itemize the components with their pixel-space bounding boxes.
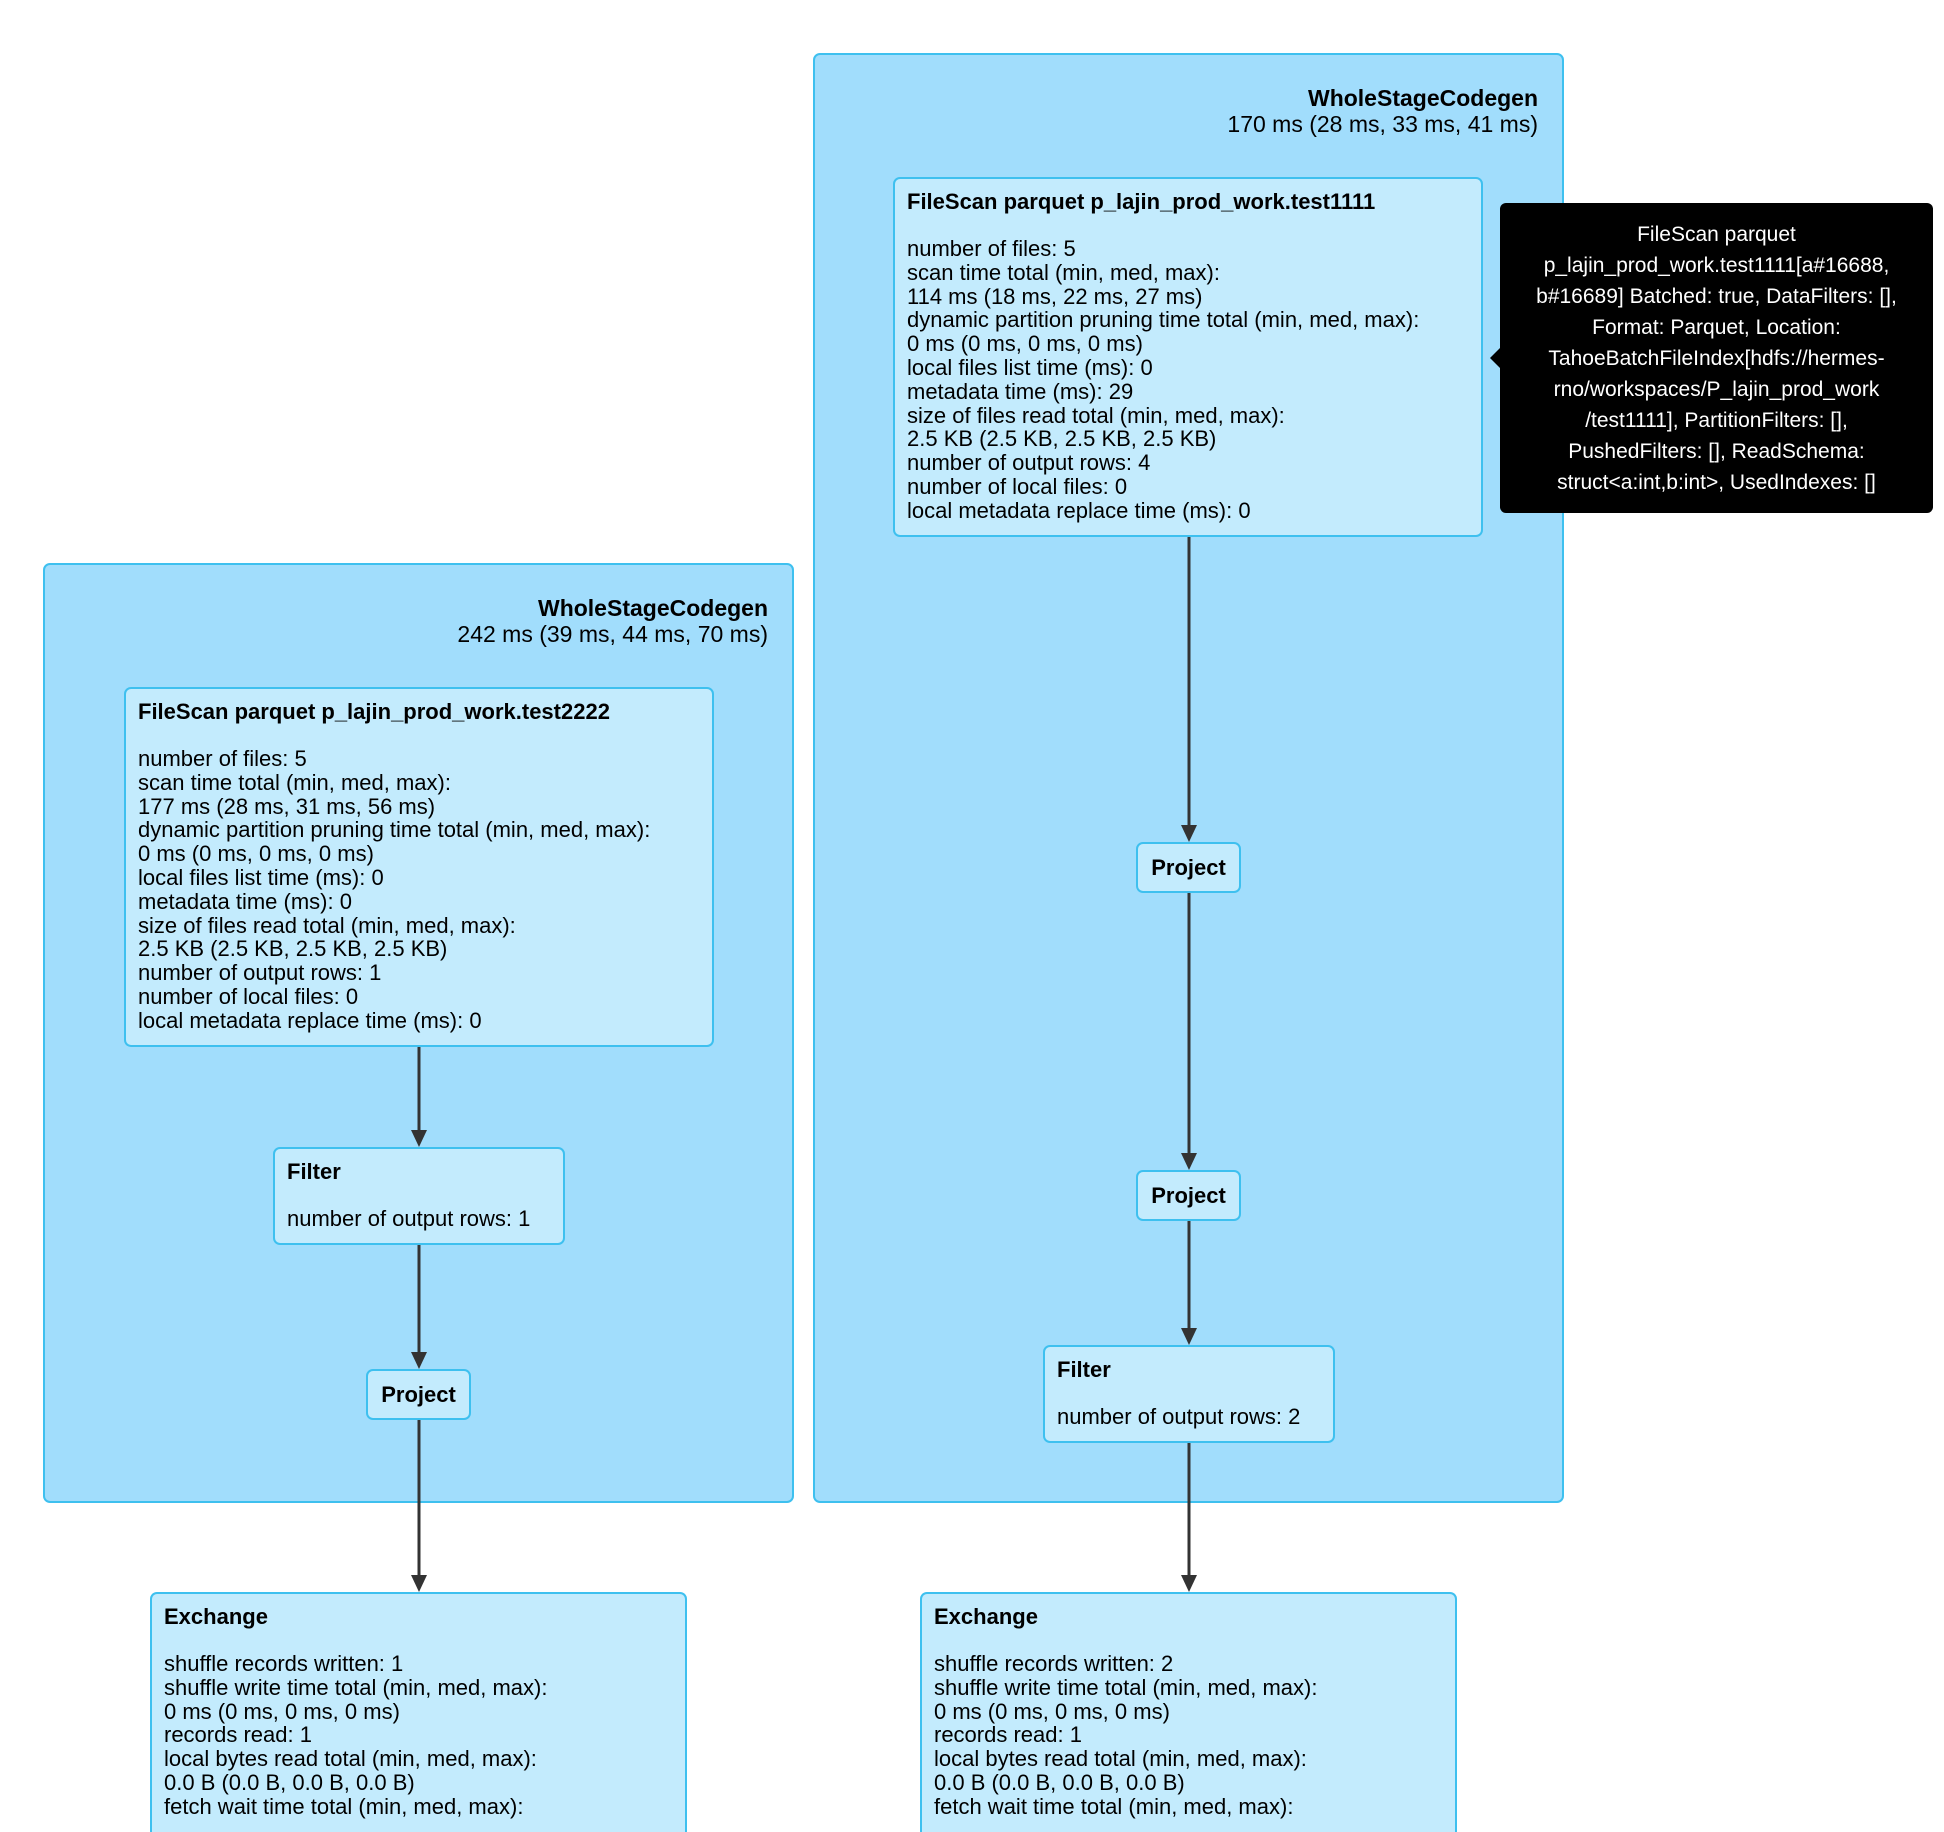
metric-line: dynamic partition pruning time total (mi… (138, 817, 651, 843)
metric-line: number of output rows: 1 (287, 1206, 531, 1231)
arrowhead (411, 1575, 427, 1592)
node-metrics: number of output rows: 1 (287, 1207, 551, 1231)
metric-line: local bytes read total (min, med, max): (164, 1746, 537, 1772)
node-title: Project (381, 1381, 456, 1407)
metric-line: size of files read total (min, med, max)… (138, 912, 516, 938)
node-details-tooltip: FileScan parquet p_lajin_prod_work.test1… (1490, 203, 1933, 513)
metric-line: local metadata replace time (ms): 0 (907, 497, 1251, 523)
node-title: Exchange (934, 1604, 1038, 1629)
cluster-metric: 170 ms (28 ms, 33 ms, 41 ms) (1227, 111, 1538, 137)
metric-line: scan time total (min, med, max): (138, 769, 451, 795)
metric-line: shuffle write time total (min, med, max)… (164, 1674, 548, 1700)
node-title: FileScan parquet p_lajin_prod_work.test1… (907, 189, 1376, 214)
metric-line: number of output rows: 1 (138, 960, 382, 986)
node-project-right-1[interactable]: Project (1136, 842, 1241, 893)
metric-line: number of files: 5 (138, 746, 307, 771)
node-filescan-test1111[interactable]: FileScan parquet p_lajin_prod_work.test1… (893, 177, 1483, 537)
metric-line: number of output rows: 4 (907, 450, 1151, 476)
metric-line: size of files read total (min, med, max)… (907, 402, 1285, 428)
metric-line: 0.0 B (0.0 B, 0.0 B, 0.0 B) (934, 1769, 1185, 1795)
node-filter-right[interactable]: Filter number of output rows: 2 (1043, 1345, 1335, 1443)
metric-line: shuffle records written: 2 (934, 1651, 1174, 1676)
metric-line: local bytes read total (min, med, max): (934, 1746, 1307, 1772)
node-title: FileScan parquet p_lajin_prod_work.test2… (138, 699, 610, 724)
metric-line: 0 ms (0 ms, 0 ms, 0 ms) (934, 1698, 1170, 1724)
metric-line: number of files: 5 (907, 236, 1076, 261)
metric-line: 0.0 B (0.0 B, 0.0 B, 0.0 B) (164, 1769, 415, 1795)
metric-line: records read: 1 (934, 1722, 1082, 1748)
node-filescan-test2222[interactable]: FileScan parquet p_lajin_prod_work.test2… (124, 687, 714, 1047)
node-project-left[interactable]: Project (366, 1369, 471, 1420)
metric-line: shuffle write time total (min, med, max)… (934, 1674, 1318, 1700)
metric-line: fetch wait time total (min, med, max): (934, 1793, 1294, 1819)
cluster-title-left: WholeStageCodegen 242 ms (39 ms, 44 ms, … (457, 595, 768, 647)
cluster-name: WholeStageCodegen (1307, 85, 1538, 111)
metric-line: local files list time (ms): 0 (138, 864, 384, 890)
metric-line: metadata time (ms): 29 (907, 378, 1134, 404)
metric-line: fetch wait time total (min, med, max): (164, 1793, 524, 1819)
node-title: Exchange (164, 1604, 268, 1629)
node-project-right-2[interactable]: Project (1136, 1170, 1241, 1221)
node-title: Filter (1057, 1357, 1111, 1382)
cluster-metric: 242 ms (39 ms, 44 ms, 70 ms) (457, 621, 768, 647)
node-metrics: number of output rows: 2 (1057, 1405, 1321, 1429)
metric-line: metadata time (ms): 0 (138, 888, 352, 914)
metric-line: 0 ms (0 ms, 0 ms, 0 ms) (164, 1698, 400, 1724)
metric-line: 2.5 KB (2.5 KB, 2.5 KB, 2.5 KB) (138, 936, 448, 962)
metric-line: shuffle records written: 1 (164, 1651, 404, 1676)
node-title: Project (1151, 854, 1226, 880)
metric-line: 2.5 KB (2.5 KB, 2.5 KB, 2.5 KB) (907, 426, 1217, 452)
cluster-title-right: WholeStageCodegen 170 ms (28 ms, 33 ms, … (1227, 85, 1538, 137)
node-filter-left[interactable]: Filter number of output rows: 1 (273, 1147, 565, 1245)
metric-line: number of output rows: 2 (1057, 1404, 1301, 1429)
metric-line: local metadata replace time (ms): 0 (138, 1007, 482, 1033)
metric-line: scan time total (min, med, max): (907, 259, 1220, 285)
metric-line: 0 ms (0 ms, 0 ms, 0 ms) (138, 841, 374, 867)
metric-line: 114 ms (18 ms, 22 ms, 27 ms) (907, 283, 1203, 309)
metric-line: 0 ms (0 ms, 0 ms, 0 ms) (907, 331, 1143, 357)
node-title: Filter (287, 1159, 341, 1184)
metric-line: number of local files: 0 (138, 983, 359, 1009)
metric-line: dynamic partition pruning time total (mi… (907, 307, 1420, 333)
cluster-name: WholeStageCodegen (537, 595, 768, 621)
metric-line: number of local files: 0 (907, 473, 1128, 499)
arrowhead (1181, 1575, 1197, 1592)
metric-line: local files list time (ms): 0 (907, 354, 1153, 380)
node-title: Project (1151, 1182, 1226, 1208)
metric-line: records read: 1 (164, 1722, 312, 1748)
metric-line: 177 ms (28 ms, 31 ms, 56 ms) (138, 793, 436, 819)
